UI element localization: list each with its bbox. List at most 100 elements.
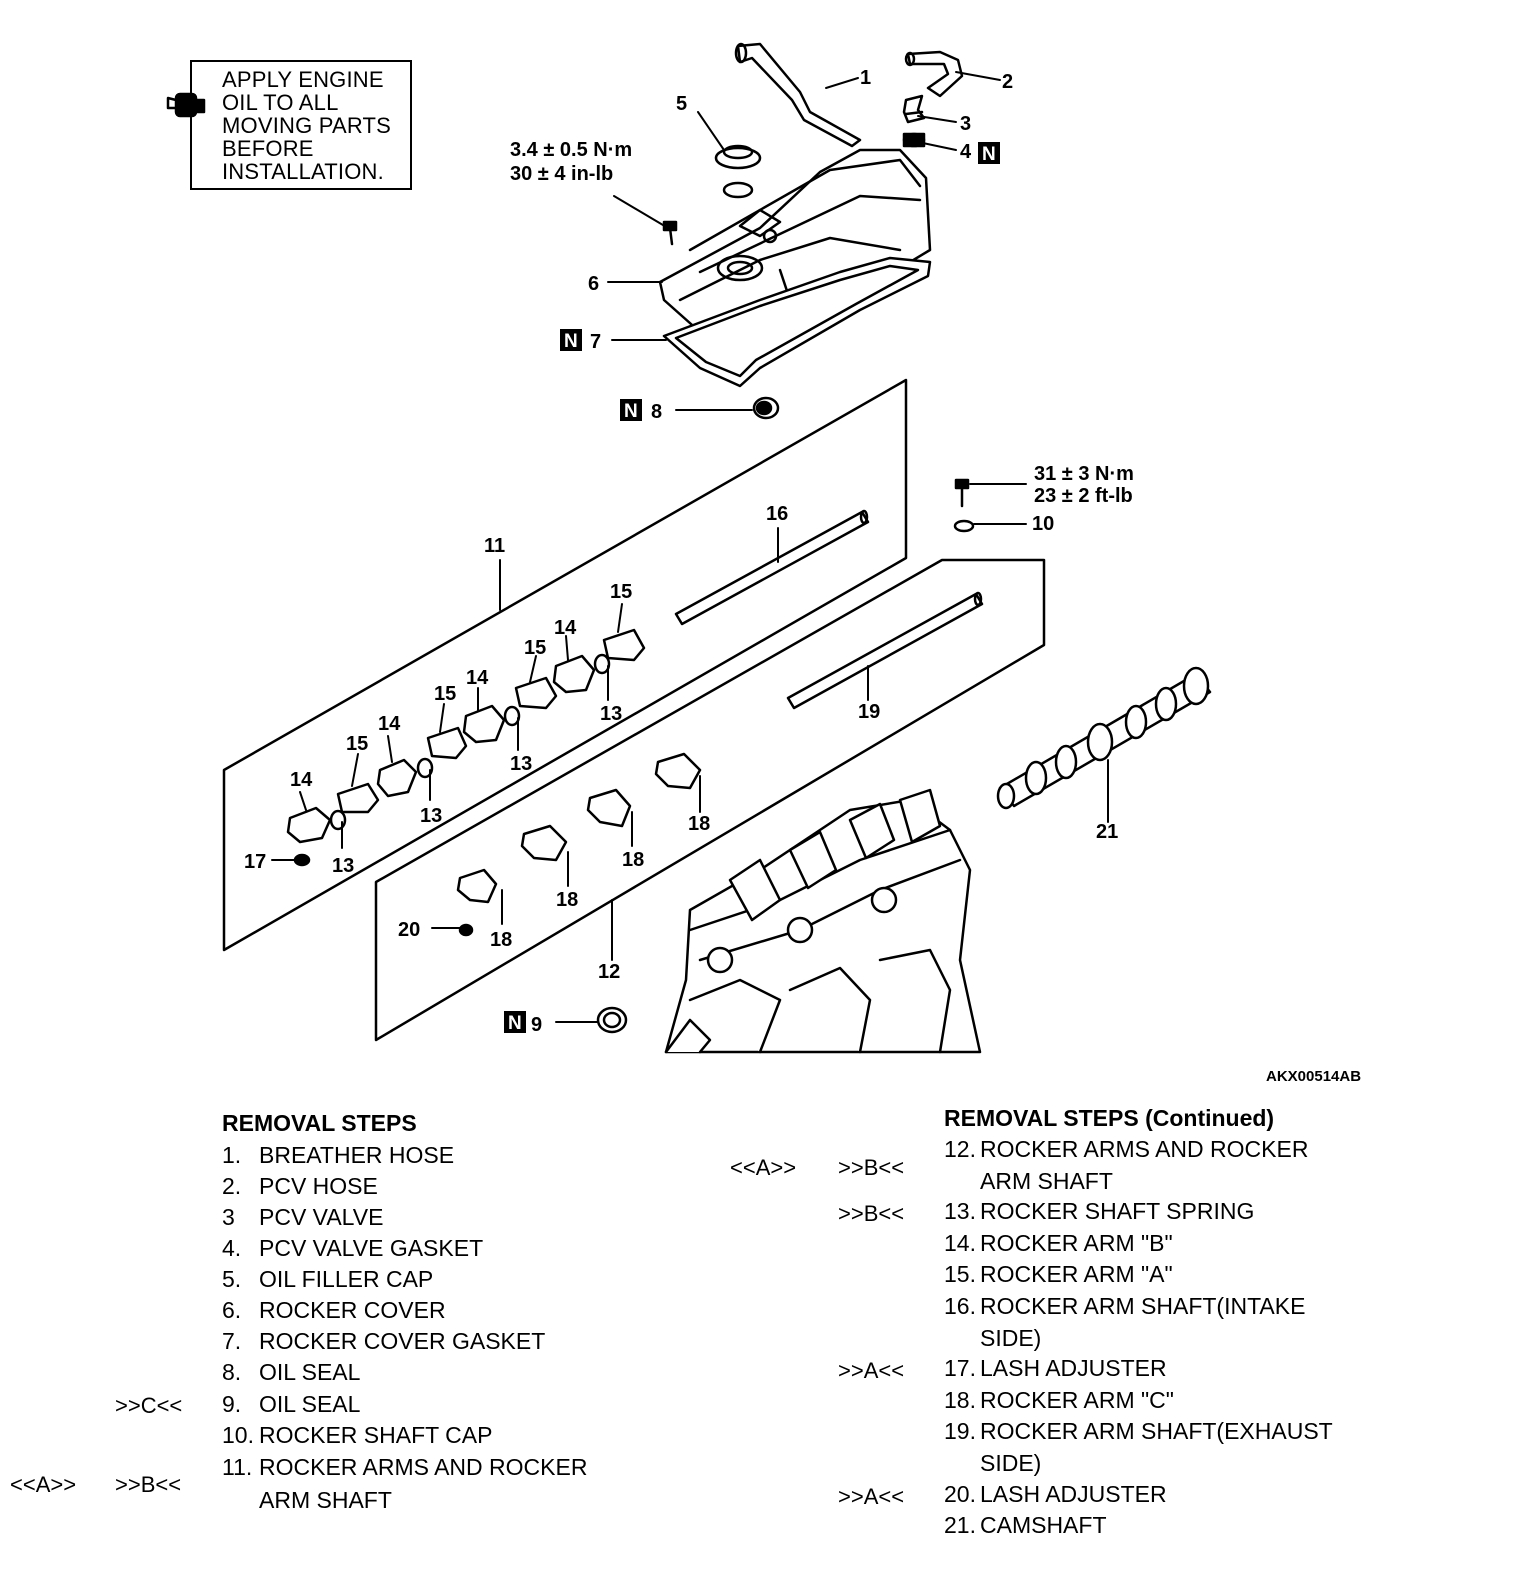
- step-item: 21.CAMSHAFT: [944, 1512, 1107, 1538]
- step-item: 1.BREATHER HOSE: [222, 1142, 455, 1168]
- torque-specs: 3.4 ± 0.5 N·m 30 ± 4 in-lb 31 ± 3 N·m 23…: [510, 139, 1134, 507]
- rocker-arms-intake: [286, 628, 646, 844]
- callout-13a: 13: [332, 855, 354, 877]
- step-mark: >>B<<: [115, 1472, 182, 1497]
- step-item: 14.ROCKER ARM "B": [944, 1230, 1173, 1256]
- callout-15c: 15: [524, 637, 546, 659]
- callout-10: 10: [1032, 513, 1054, 535]
- intake-rocker-shaft: [674, 509, 870, 626]
- step-item: 4.PCV VALVE GASKET: [222, 1235, 484, 1261]
- step-item: 5.OIL FILLER CAP: [222, 1266, 434, 1292]
- step-item: 12.ROCKER ARMS AND ROCKER: [944, 1136, 1309, 1162]
- rocker-assembly-11-outline: [222, 378, 908, 952]
- rocker-cover: [658, 148, 932, 334]
- note-line: APPLY ENGINE: [222, 67, 384, 92]
- step-continuation: SIDE): [980, 1450, 1042, 1476]
- callout-14c: 14: [466, 667, 489, 689]
- callout-15a: 15: [346, 733, 368, 755]
- step-item: 11.ROCKER ARMS AND ROCKER: [222, 1454, 588, 1480]
- step-item: 10.ROCKER SHAFT CAP: [222, 1422, 493, 1448]
- step-item: 15.ROCKER ARM "A": [944, 1261, 1173, 1287]
- callout-3: 3: [960, 113, 971, 135]
- step-mark: <<A>>: [10, 1472, 77, 1497]
- svg-text:N: N: [564, 331, 578, 352]
- note-line: MOVING PARTS: [222, 113, 392, 138]
- callout-13c: 13: [510, 753, 532, 775]
- exhaust-rocker-shaft: [786, 591, 984, 710]
- right-steps-heading: REMOVAL STEPS (Continued): [944, 1105, 1275, 1131]
- breather-hose: [734, 42, 862, 148]
- rocker-arms-exhaust: [456, 752, 702, 904]
- cylinder-head: [664, 788, 982, 1054]
- leader-lines: [271, 71, 1109, 1023]
- step-continuation: ARM SHAFT: [980, 1168, 1113, 1194]
- rocker-assembly-12-outline: [374, 558, 1046, 1042]
- callout-14b: 14: [378, 713, 401, 735]
- oil-filler-cap: [714, 144, 762, 199]
- pcv-valve: [902, 94, 926, 124]
- callout-6: 6: [588, 273, 599, 295]
- callout-21: 21: [1096, 821, 1118, 843]
- callout-9: 9: [531, 1014, 542, 1036]
- callout-1: 1: [860, 67, 871, 89]
- callout-7: 7: [590, 331, 601, 353]
- step-item: 6.ROCKER COVER: [222, 1297, 446, 1323]
- svg-text:N: N: [508, 1013, 522, 1034]
- callout-11: 11: [484, 535, 505, 557]
- callout-18d: 18: [688, 813, 710, 835]
- lash-adjuster-20: [458, 923, 474, 937]
- rocker-cover-gasket: [662, 256, 932, 388]
- note-line: INSTALLATION.: [222, 159, 384, 184]
- step-item: 17.LASH ADJUSTER: [944, 1355, 1167, 1381]
- callout-5: 5: [676, 93, 687, 115]
- step-mark: >>A<<: [838, 1358, 905, 1383]
- pcv-hose: [904, 50, 964, 98]
- callout-12: 12: [598, 961, 620, 983]
- torque-cover-inlb: 30 ± 4 in-lb: [510, 163, 613, 185]
- callout-14a: 14: [290, 769, 313, 791]
- step-mark: <<A>>: [730, 1155, 797, 1180]
- cover-bolt: [662, 220, 678, 246]
- step-item: 9.OIL SEAL: [222, 1391, 361, 1417]
- pcv-valve-gasket: [902, 132, 926, 148]
- rocker-shaft-springs: [329, 653, 611, 831]
- step-continuation: ARM SHAFT: [259, 1487, 392, 1513]
- step-mark: >>B<<: [838, 1201, 905, 1226]
- step-item: 18.ROCKER ARM "C": [944, 1387, 1174, 1413]
- callout-20: 20: [398, 919, 420, 941]
- callout-18c: 18: [622, 849, 644, 871]
- step-item: 7.ROCKER COVER GASKET: [222, 1328, 546, 1354]
- step-item: 19.ROCKER ARM SHAFT(EXHAUST: [944, 1418, 1333, 1444]
- left-steps-heading: REMOVAL STEPS: [222, 1110, 417, 1136]
- callout-4: 4: [960, 141, 972, 163]
- callout-18b: 18: [556, 889, 578, 911]
- new-part-marks: N N N N: [504, 142, 1000, 1034]
- callout-18a: 18: [490, 929, 512, 951]
- svg-text:N: N: [624, 401, 638, 422]
- note-text: APPLY ENGINE OIL TO ALL MOVING PARTS BEF…: [222, 68, 412, 183]
- lash-adjuster-17: [293, 853, 311, 867]
- step-item: 8.OIL SEAL: [222, 1359, 361, 1385]
- callout-13b: 13: [420, 805, 442, 827]
- step-mark: >>C<<: [115, 1393, 183, 1418]
- callout-numbers: 1 2 3 4 5 6 7 8 9 10 11 12 13 13 13 13 1…: [244, 67, 1118, 1036]
- note-line: OIL TO ALL: [222, 90, 339, 115]
- torque-shaft-ftlb: 23 ± 2 ft-lb: [1034, 485, 1133, 507]
- callout-8: 8: [651, 401, 662, 423]
- note-line: BEFORE: [222, 136, 314, 161]
- callout-19: 19: [858, 701, 880, 723]
- figure-id: AKX00514AB: [1266, 1068, 1362, 1085]
- rocker-shaft-cap: [953, 478, 975, 533]
- oil-seal-8: [752, 396, 780, 420]
- note-box: [190, 60, 412, 190]
- step-item: 13.ROCKER SHAFT SPRING: [944, 1198, 1255, 1224]
- callout-15d: 15: [610, 581, 632, 603]
- step-item: 20.LASH ADJUSTER: [944, 1481, 1167, 1507]
- step-mark: >>B<<: [838, 1155, 905, 1180]
- camshaft: [996, 666, 1212, 810]
- svg-text:N: N: [982, 144, 996, 165]
- oil-seal-9: [596, 1006, 628, 1034]
- callout-14d: 14: [554, 617, 577, 639]
